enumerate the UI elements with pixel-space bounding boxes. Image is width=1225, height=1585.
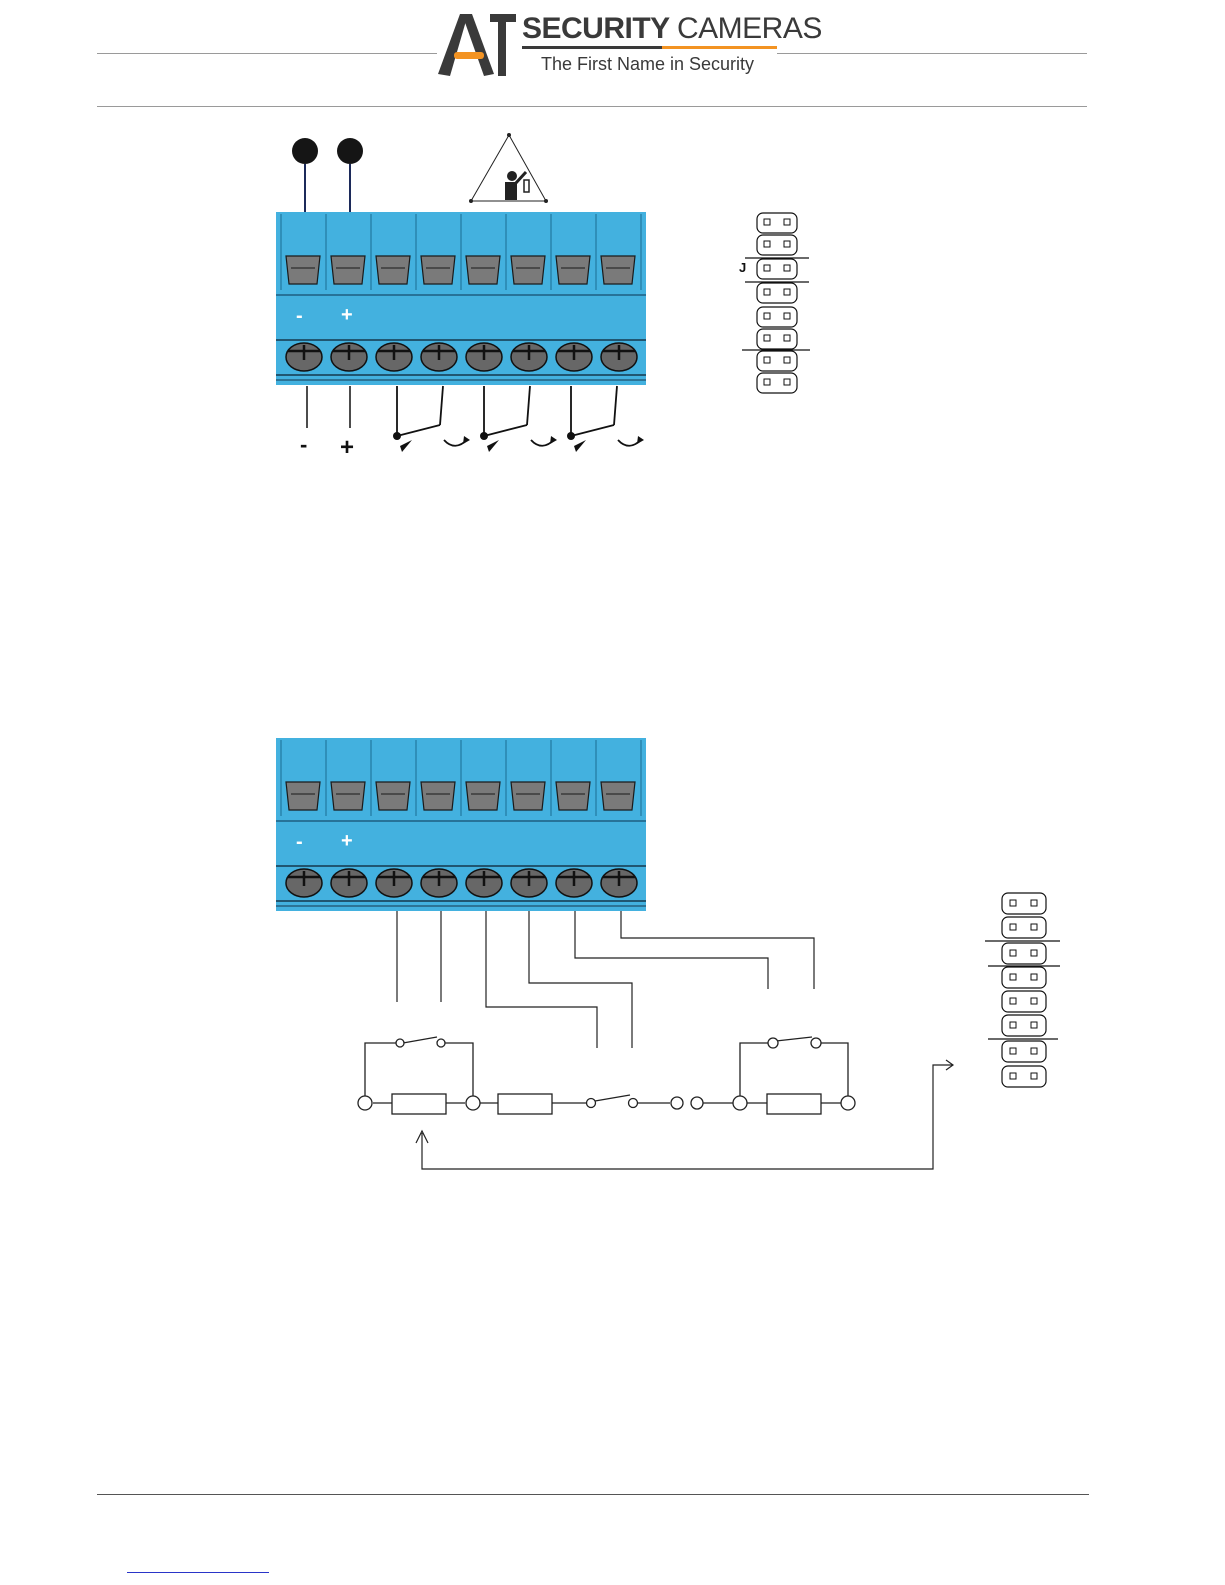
circuit-left-switch-group [358, 1037, 480, 1114]
footer-rule [97, 1494, 1089, 1495]
jumper-header-2 [985, 893, 1060, 1087]
resistor-right [767, 1094, 821, 1114]
circuit-middle-series [480, 1094, 734, 1114]
resistor-left [392, 1094, 446, 1114]
terminal-plus-label: + [341, 830, 353, 852]
terminal-block-2: - + [276, 738, 646, 911]
circuit-wires [397, 911, 814, 1048]
resistor-middle [498, 1094, 552, 1114]
circuit-loop-arrow [416, 1060, 953, 1169]
circuit-right-switch-group [733, 1037, 855, 1114]
terminal-minus-label: - [296, 831, 303, 853]
footer-link-underline[interactable] [127, 1572, 269, 1573]
